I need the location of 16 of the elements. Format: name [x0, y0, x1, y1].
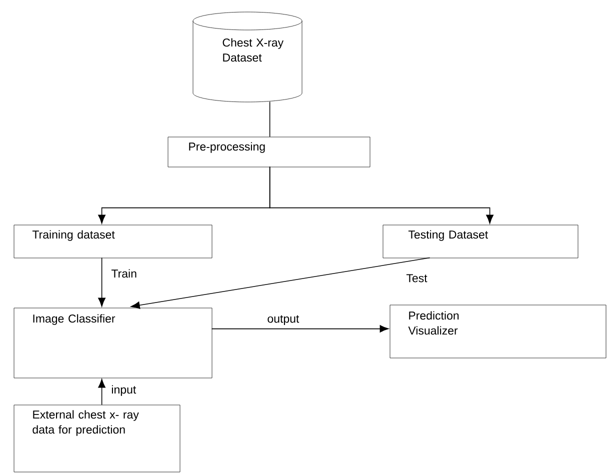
arrow — [98, 257, 106, 307]
process-box: External chest x- ray data for prediction — [14, 404, 180, 472]
arrow — [211, 325, 389, 332]
edge-label: output — [268, 315, 300, 325]
process-box: Testing Dataset — [382, 224, 578, 258]
arrow — [98, 378, 106, 406]
edge-label: Test — [406, 274, 428, 282]
process-box: Pre-processing — [168, 136, 370, 168]
edge-label: Train — [111, 269, 136, 278]
cylinder: Chest X-ray Dataset — [192, 12, 302, 102]
arrow — [269, 166, 494, 224]
arrow — [130, 257, 430, 309]
process-box: Prediction Visualizer — [390, 304, 606, 358]
edge-label: input — [112, 385, 136, 396]
process-box: Image Classifier — [14, 308, 212, 378]
process-box: Training dataset — [14, 224, 212, 258]
